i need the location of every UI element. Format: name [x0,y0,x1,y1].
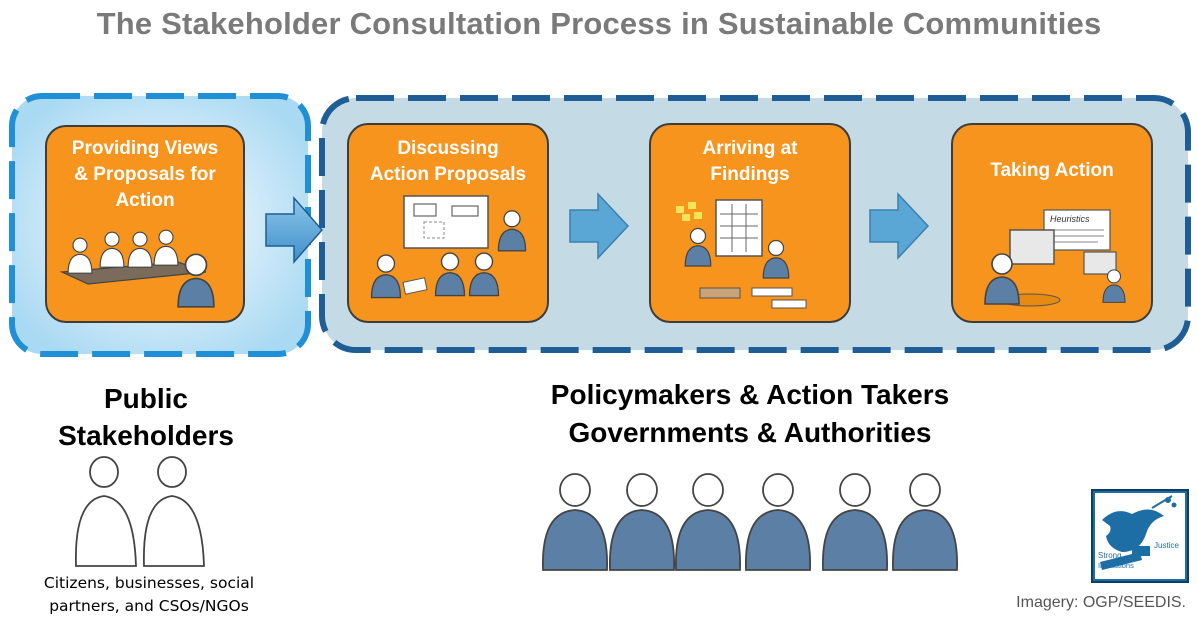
sdg16-logo-icon: Peace Justice Strong Institutions [1091,489,1189,583]
stage-title-4: Taking Action [990,160,1114,181]
policymakers-label: Policymakers & Action Takers Governments… [550,379,950,448]
arrow-3 [869,192,930,260]
public-stakeholders-description: Citizens, businesses, social partners, a… [43,574,255,615]
whiteboard-illustration [370,195,527,299]
stage-title-3: Arriving at Findings [702,138,798,185]
logo-justice: Justice [1154,541,1179,550]
meeting-illustration [59,229,215,308]
public-stakeholders-label: Public Stakeholders [58,383,234,451]
logo-institutions: Institutions [1098,561,1134,570]
page-title: The Stakeholder Consultation Process in … [96,6,1102,41]
logo-peace: Peace [1155,523,1178,532]
arrow-2 [569,192,630,260]
action-illustration: Heuristics [984,209,1126,307]
image-credit: Imagery: OGP/SEEDIS. [1016,594,1186,611]
heuristics-label: Heuristics [1050,214,1090,224]
stage-title-1: Providing Views & Proposals for Action [71,138,219,211]
arrow-1 [265,196,323,264]
stage-title-2: Discussing Action Proposals [369,138,527,185]
logo-strong: Strong [1098,551,1122,560]
findings-illustration [676,199,807,309]
policymaker-icons [542,473,958,571]
public-stakeholder-icons [75,456,205,567]
